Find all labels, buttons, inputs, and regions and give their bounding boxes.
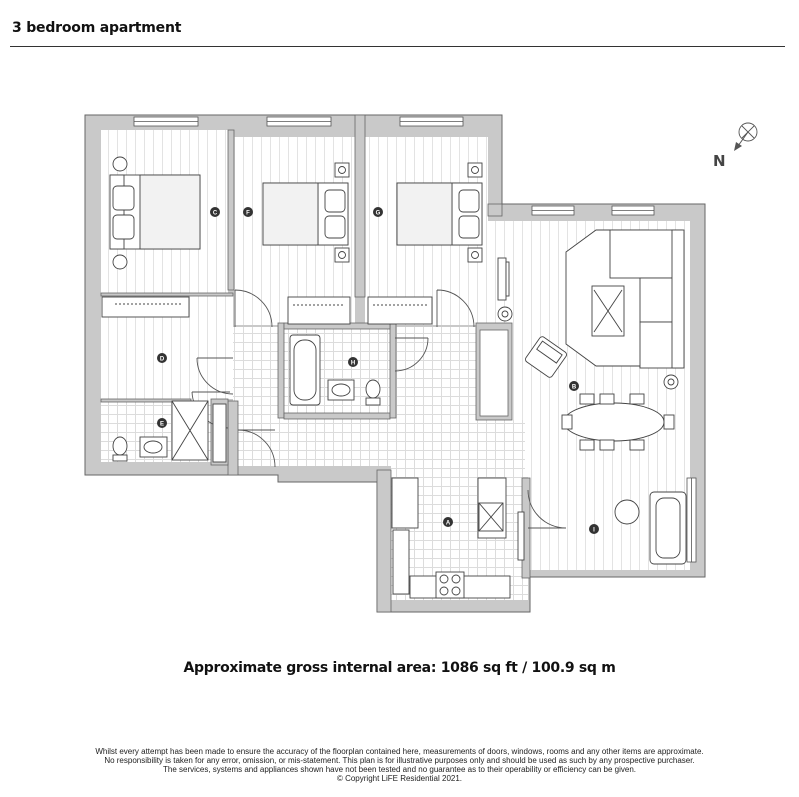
svg-text:F: F [246,211,250,217]
room-marker-f: F [243,207,253,217]
windows [133,116,697,563]
disclaimer-line: Whilst every attempt has been made to en… [95,747,704,756]
header-rule [10,46,785,47]
copyright: © Copyright LiFE Residential 2021. [336,774,463,783]
room-marker-a: A [443,517,453,527]
double-bed-g [367,162,483,325]
balcony-furniture [614,491,687,565]
svg-text:G: G [376,211,381,217]
compass-north-label: N [713,152,726,170]
floor-plan: N A B C D E F G [84,114,758,613]
svg-text:A: A [446,521,451,527]
svg-text:H: H [351,361,355,367]
svg-text:C: C [213,211,218,217]
double-bed [109,174,201,250]
gross-internal-area: Approximate gross internal area: 1086 sq… [183,660,616,676]
living-room-furniture [497,229,685,451]
disclaimer: Whilst every attempt has been made to en… [40,747,759,783]
svg-text:D: D [160,357,165,363]
svg-text:B: B [572,385,577,391]
kitchen-fixtures [391,477,525,599]
room-marker-b: B [569,381,579,391]
bedside-lamp-icon [112,156,128,270]
room-markers: A B C D E F G H [157,207,599,534]
bathroom-fixtures [289,334,381,406]
north-arrow-icon [737,131,749,147]
room-marker-h: H [348,357,358,367]
room-marker-d: D [157,353,167,363]
compass: N [713,122,758,170]
room-marker-g: G [373,207,383,217]
double-bed-f [262,162,351,325]
room-marker-i: I [589,524,599,534]
page-title: 3 bedroom apartment [12,20,182,36]
room-marker-c: C [210,207,220,217]
ensuite-fixtures [112,400,227,463]
room-marker-e: E [157,418,167,428]
svg-text:I: I [593,528,595,534]
svg-text:E: E [160,422,164,428]
disclaimer-line: The services, systems and appliances sho… [162,765,637,774]
wardrobe [101,296,190,318]
disclaimer-line: No responsibility is taken for any error… [104,756,695,765]
